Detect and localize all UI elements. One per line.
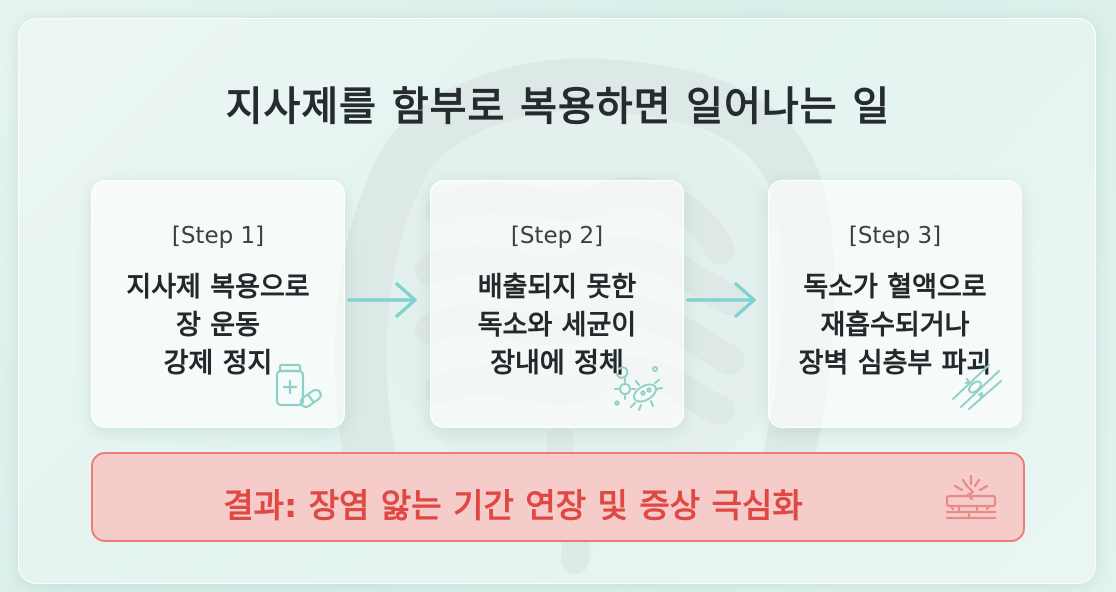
step-description-line: 독소와 세균이 bbox=[477, 310, 637, 341]
step-card-1: [Step 1] 지사제 복용으로 장 운동 강제 정지 bbox=[91, 180, 345, 428]
damaged-intestine-wall-icon bbox=[952, 364, 1002, 410]
medicine-bottle-icon bbox=[275, 363, 322, 408]
step-label: [Step 3] bbox=[848, 223, 942, 249]
step-description: 지사제 복용으로 장 운동 강제 정지 bbox=[92, 269, 344, 383]
step-card-2: [Step 2] 배출되지 못한 독소와 세균이 장내에 정체 bbox=[430, 180, 684, 428]
result-banner: 결과: 장염 앓는 기간 연장 및 증상 극심화 bbox=[91, 452, 1025, 542]
step-description: 독소가 혈액으로 재흡수되거나 장벽 심층부 파괴 bbox=[769, 269, 1021, 383]
step-label: [Step 2] bbox=[510, 223, 604, 249]
step-description-line: 배출되지 못한 bbox=[477, 272, 637, 303]
step-description-line: 장벽 심층부 파괴 bbox=[798, 348, 992, 379]
step-description-line: 지사제 복용으로 bbox=[126, 272, 310, 303]
result-text: 결과: 장염 앓는 기간 연장 및 증상 극심화 bbox=[223, 486, 803, 525]
step-label: [Step 1] bbox=[171, 223, 265, 249]
step-description-line: 독소가 혈액으로 bbox=[803, 272, 987, 303]
arrow-right-icon bbox=[347, 282, 417, 318]
step-description-line: 장내에 정체 bbox=[490, 348, 624, 379]
crack-burst-icon bbox=[945, 474, 997, 520]
step-card-3: [Step 3] 독소가 혈액으로 재흡수되거나 장벽 심층부 파괴 bbox=[768, 180, 1022, 428]
arrow-right-icon bbox=[686, 282, 756, 318]
step-description: 배출되지 못한 독소와 세균이 장내에 정체 bbox=[431, 269, 683, 383]
step-description-line: 강제 정지 bbox=[163, 348, 273, 379]
step-description-line: 재흡수되거나 bbox=[820, 310, 970, 341]
step-description-line: 장 운동 bbox=[176, 310, 260, 341]
page-title: 지사제를 함부로 복용하면 일어나는 일 bbox=[225, 84, 891, 130]
bacteria-icon bbox=[614, 366, 663, 411]
